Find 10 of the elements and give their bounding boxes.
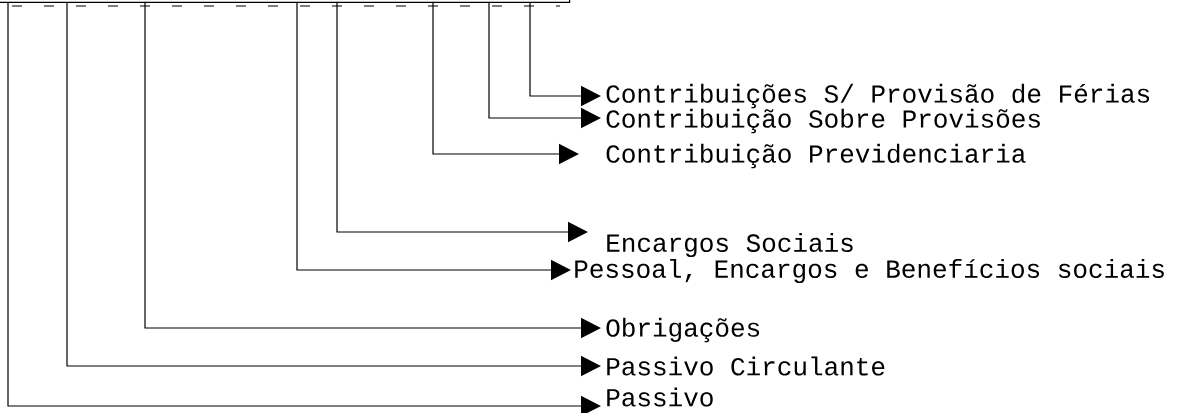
item-label: Passivo Circulante [607, 356, 885, 376]
item-label: Obrigações [606, 317, 760, 343]
item-label: Pessoal, Encargos e Benefícios sociais [575, 258, 1164, 284]
top-box [0, 0, 571, 7]
arrow [7, 2, 601, 413]
item-label: Encargos Sociais [607, 232, 853, 258]
item-label: Contribuição Previdenciaria [606, 143, 1026, 169]
item-label: Contribuição Sobre Provisões [606, 108, 1040, 134]
item-label: Passivo [607, 387, 713, 407]
item-label: Contribuições S/ Provisão de Férias [606, 83, 1150, 109]
